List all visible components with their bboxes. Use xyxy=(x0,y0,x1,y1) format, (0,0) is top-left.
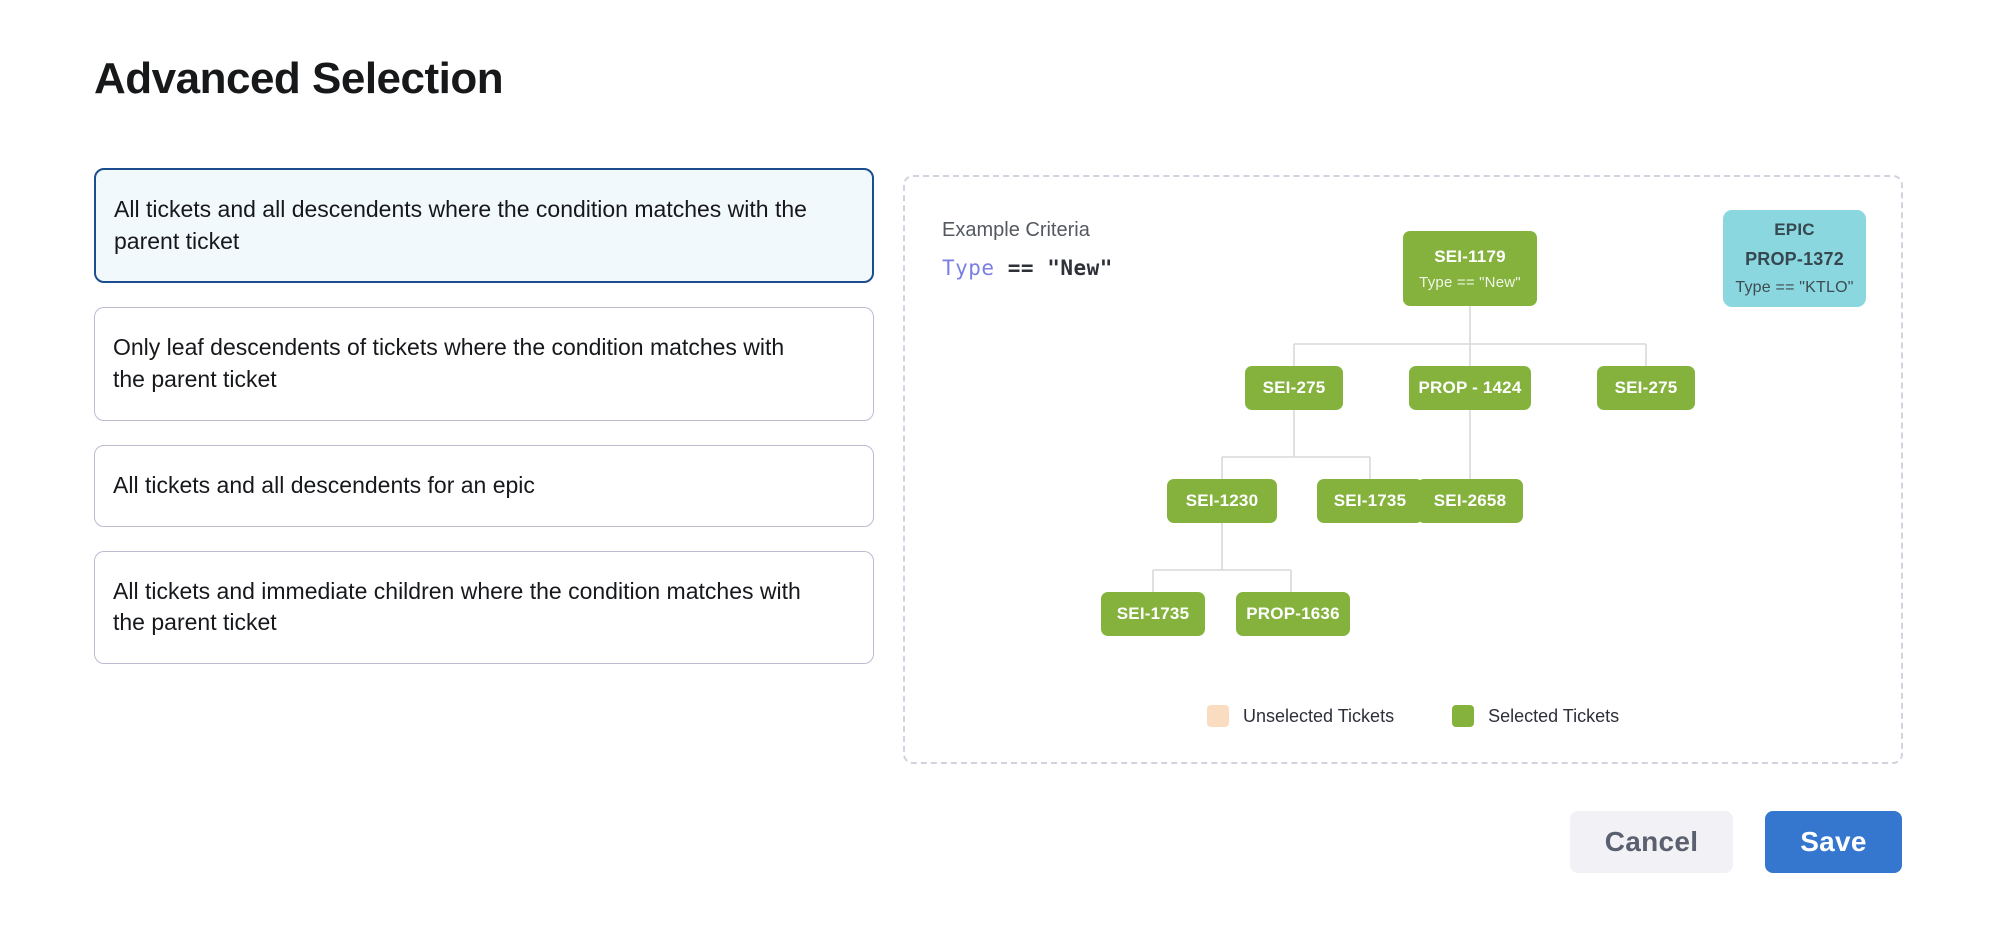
save-button[interactable]: Save xyxy=(1765,811,1902,873)
node-id: SEI-275 xyxy=(1262,378,1326,397)
selection-options-list: All tickets and all descendents where th… xyxy=(94,168,874,688)
criteria-title: Example Criteria xyxy=(942,219,1090,241)
epic-id: PROP-1372 xyxy=(1745,249,1844,269)
selected-swatch-icon xyxy=(1452,705,1475,727)
tree-connectors xyxy=(1152,306,1647,592)
legend-item-selected: Selected Tickets xyxy=(1452,705,1619,727)
tree-node-prop-1424[interactable]: PROP - 1424 xyxy=(1409,366,1531,410)
node-id: SEI-1735 xyxy=(1116,604,1190,623)
page-title: Advanced Selection xyxy=(94,54,504,103)
criteria-expression: Type == "New" xyxy=(942,256,1113,280)
node-id: SEI-275 xyxy=(1614,378,1678,397)
tree-node-sei-275-right[interactable]: SEI-275 xyxy=(1597,366,1695,410)
example-diagram-panel: Example Criteria Type == "New" xyxy=(903,175,1903,764)
option-label: All tickets and all descendents for an e… xyxy=(113,471,535,498)
tree-node-sei-1735-leaf[interactable]: SEI-1735 xyxy=(1101,592,1205,636)
epic-label: EPIC xyxy=(1774,220,1815,239)
node-id: SEI-1230 xyxy=(1185,491,1259,510)
legend-item-unselected: Unselected Tickets xyxy=(1207,705,1394,727)
tree-node-prop-1636[interactable]: PROP-1636 xyxy=(1236,592,1350,636)
option-label: Only leaf descendents of tickets where t… xyxy=(113,334,785,393)
legend-label: Unselected Tickets xyxy=(1243,705,1395,726)
criteria-keyword: Type xyxy=(942,256,995,280)
node-condition: Type == "New" xyxy=(1419,273,1521,291)
criteria-value: "New" xyxy=(1047,256,1113,280)
ticket-tree: SEI-1179 Type == "New" EPIC PROP-1372 Ty… xyxy=(905,177,1905,766)
epic-condition: Type == "KTLO" xyxy=(1735,279,1854,296)
tree-node-sei-1230[interactable]: SEI-1230 xyxy=(1167,479,1277,523)
tree-node-epic-prop-1372[interactable]: EPIC PROP-1372 Type == "KTLO" xyxy=(1723,210,1866,307)
option-card-all-descendents[interactable]: All tickets and all descendents where th… xyxy=(94,168,874,284)
tree-node-sei-1179[interactable]: SEI-1179 Type == "New" xyxy=(1403,231,1537,306)
option-label: All tickets and all descendents where th… xyxy=(114,196,807,254)
diagram-legend: Unselected Tickets Selected Tickets xyxy=(1207,705,1619,727)
option-card-leaf-descendents[interactable]: Only leaf descendents of tickets where t… xyxy=(94,307,874,421)
legend-label: Selected Tickets xyxy=(1488,705,1620,726)
tree-node-sei-275-left[interactable]: SEI-275 xyxy=(1245,366,1343,410)
unselected-swatch-icon xyxy=(1207,705,1229,727)
tree-node-sei-1735-mid[interactable]: SEI-1735 xyxy=(1317,479,1423,523)
criteria-operator: == xyxy=(1007,256,1035,280)
node-id: SEI-2658 xyxy=(1433,491,1507,510)
node-id: PROP-1636 xyxy=(1246,604,1340,623)
dialog-footer: Cancel Save xyxy=(1570,811,1902,873)
option-card-epic-descendents[interactable]: All tickets and all descendents for an e… xyxy=(94,444,874,527)
cancel-button[interactable]: Cancel xyxy=(1570,811,1733,873)
node-id: SEI-1735 xyxy=(1333,491,1407,510)
node-id: PROP - 1424 xyxy=(1418,378,1522,397)
node-id: SEI-1179 xyxy=(1434,246,1506,266)
tree-node-sei-2658[interactable]: SEI-2658 xyxy=(1417,479,1523,523)
option-card-immediate-children[interactable]: All tickets and immediate children where… xyxy=(94,550,874,665)
option-label: All tickets and immediate children where… xyxy=(113,577,801,636)
